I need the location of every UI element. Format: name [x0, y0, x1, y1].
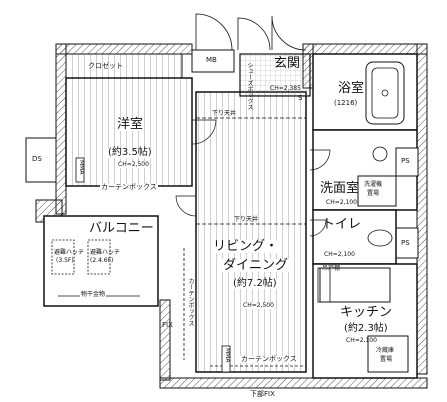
hanging-cabinet-label: 吊戸棚 — [322, 265, 341, 272]
fix-left-label: FIX — [162, 321, 173, 329]
ceiling-drop-top-label: 下り天井 — [212, 110, 237, 117]
sink-icon — [372, 146, 388, 162]
mma-bottom-label: MMA — [224, 348, 231, 363]
ds-label: DS — [32, 155, 42, 163]
living-dining-room — [195, 91, 307, 373]
curtain-box-bottom-label: カーテンボックス — [240, 355, 298, 363]
washer-space — [357, 175, 397, 207]
curtain-box-top-label: カーテンボックス — [100, 183, 158, 191]
drying-rack-label: 物干金物 — [80, 291, 107, 298]
toilet-icon — [367, 229, 393, 247]
entrance-ch: CH=2,385 — [270, 85, 301, 92]
interior-doors — [175, 119, 331, 237]
mma-left-label: MMA — [78, 160, 85, 175]
s-label: S — [298, 94, 303, 102]
kitchen-ch: CH=2,100 — [346, 337, 377, 344]
bath-name: 浴室 — [338, 81, 365, 96]
toilet-room — [312, 209, 397, 265]
ps-top-label: PS — [401, 157, 410, 165]
western-room-size: (約3.5帖) — [107, 147, 153, 158]
ceiling-drop-mid-label: 下り天井 — [234, 216, 259, 223]
western-room-name: 洋室 — [116, 117, 145, 132]
living-size: (約7.2帖) — [232, 278, 278, 289]
hatch2-name: 避難ハッチ — [90, 249, 121, 256]
hatch2-box — [87, 239, 111, 275]
mma-box-left — [75, 157, 85, 183]
ps-box-top — [395, 147, 419, 177]
mma-box-bottom — [221, 345, 231, 373]
mb-box — [191, 49, 235, 73]
curtain-box-vertical-label: カーテンボックス — [187, 278, 194, 326]
fridge-label-line1: 冷蔵庫 — [376, 347, 395, 354]
ds-duct — [25, 137, 57, 183]
entrance-door — [195, 13, 307, 51]
fridge-label-line2: 置場 — [380, 356, 393, 363]
washer-label-line2: 置場 — [367, 190, 380, 197]
fix-bottom-label: 下部FIX — [250, 390, 275, 398]
washer-label-line1: 洗濯機 — [364, 181, 383, 188]
entrance-name: 玄関 — [274, 56, 301, 71]
toilet-ch: CH=2,100 — [324, 251, 355, 258]
hatch1-size: (3.5F) — [56, 257, 74, 264]
hatch1-name: 避難ハッチ — [54, 249, 85, 256]
ps-bottom-label: PS — [401, 239, 410, 247]
toilet-name: トイレ — [322, 217, 362, 232]
hatch1-box — [51, 239, 75, 275]
fridge-space — [367, 335, 409, 373]
living-ch: CH=2,500 — [242, 302, 275, 309]
kitchen-name: キッチン — [340, 305, 393, 320]
closet-label: クロゼット — [88, 62, 123, 70]
living-name-line1: リビング・ — [212, 239, 280, 254]
living-name-line2: ダイニング — [222, 258, 290, 273]
kitchen-counter — [319, 267, 391, 303]
shoe-box-label: シューズボックス — [246, 62, 253, 110]
washroom-name: 洗面室 — [320, 181, 360, 196]
hatch2-size: (2.4.6F) — [90, 257, 114, 264]
bath-size: (1216) — [334, 99, 358, 107]
balcony-name: バルコニー — [88, 221, 155, 236]
mb-label: MB — [206, 56, 217, 64]
kitchen-size: (約2.3帖) — [344, 323, 388, 334]
western-room-ch: CH=2,500 — [117, 161, 150, 168]
washroom-ch: CH=2,100 — [326, 199, 357, 206]
entrance-area — [239, 53, 311, 97]
closet-area — [65, 53, 183, 79]
